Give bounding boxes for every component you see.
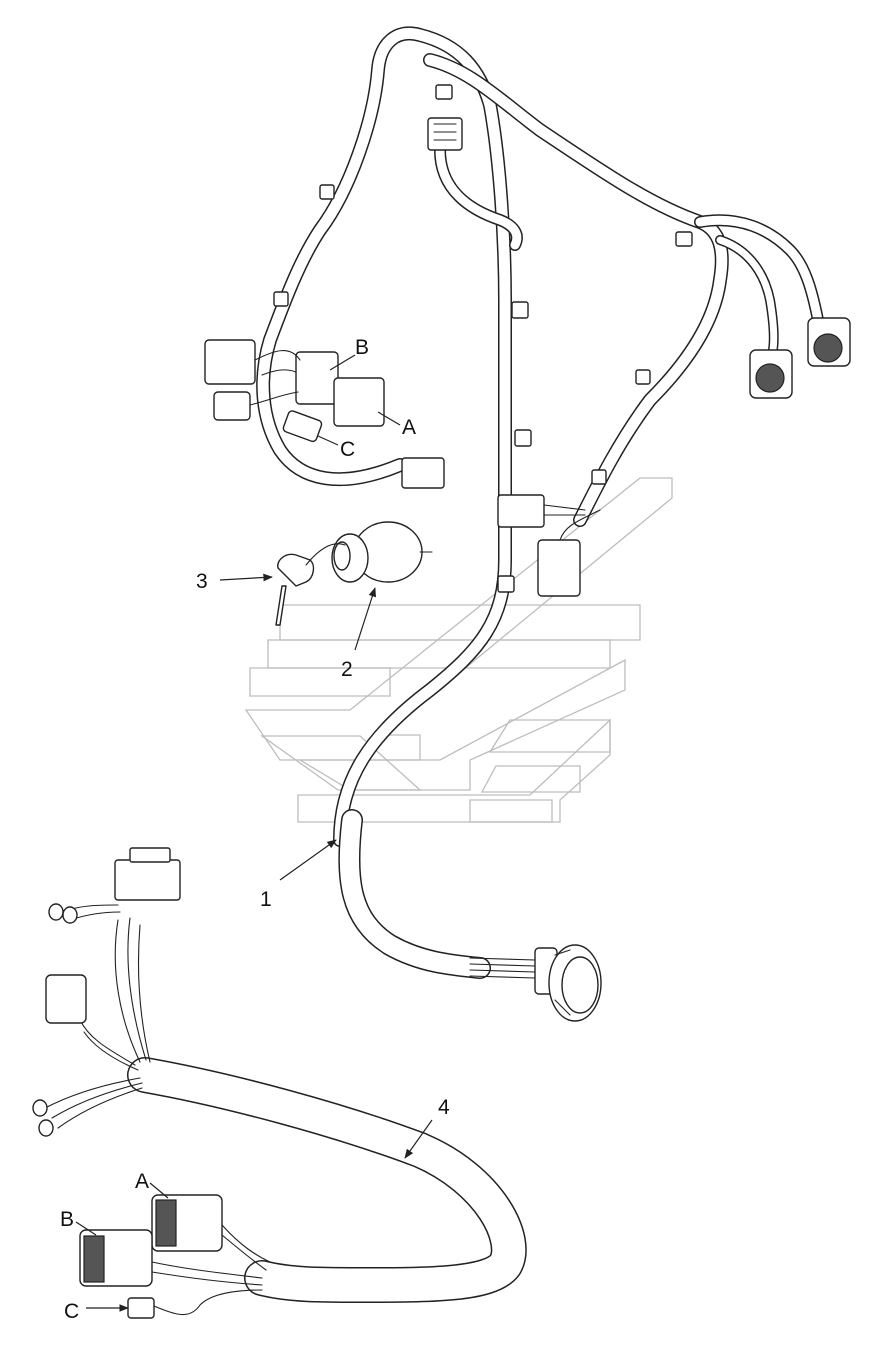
harness4-connectors [79, 1194, 271, 1319]
small-loop-connector [401, 457, 445, 489]
callout-item-3: 3 [196, 570, 208, 593]
top-left-connector [114, 847, 181, 901]
leader-lines [75, 354, 433, 1312]
leader-h1-c [317, 435, 339, 446]
callout-item-4: 4 [438, 1096, 450, 1119]
right-end-connectors [749, 317, 851, 399]
callout-harness1-b: B [355, 336, 369, 359]
top-small-connector [427, 117, 463, 151]
leader-item-1 [279, 839, 337, 881]
leader-item-2 [354, 587, 377, 651]
round-connector [534, 944, 602, 1022]
leader-item-4 [404, 1119, 433, 1159]
ignition-key-icon [275, 543, 346, 626]
terminal-rings [32, 903, 78, 1137]
left-plug-connector [45, 974, 87, 1024]
brand-watermark-logo [244, 477, 673, 823]
harness1-connector-b-body [295, 351, 339, 405]
callout-item-2: 2 [341, 658, 353, 681]
harness1-connector-c-body [282, 410, 323, 443]
leader-h1-b [329, 354, 356, 371]
callout-item-1: 1 [260, 888, 272, 911]
leader-h4-a [149, 1182, 169, 1199]
leader-h1-a [377, 411, 401, 426]
left-connector-cluster [204, 339, 445, 489]
large-mid-connector [537, 539, 581, 597]
callout-harness4-b: B [60, 1208, 74, 1231]
ignition-switch-icon [331, 521, 433, 583]
main-harness [204, 26, 851, 1022]
secondary-harness [32, 847, 527, 1319]
mid-connector [497, 494, 545, 528]
leader-item-3 [219, 573, 273, 582]
harness-clips [273, 84, 693, 593]
callout-harness4-c: C [64, 1300, 79, 1323]
callout-harness1-a: A [402, 416, 416, 439]
callout-harness1-c: C [340, 438, 355, 461]
callout-harness4-a: A [135, 1170, 149, 1193]
harness1-connector-a-body [333, 377, 385, 427]
leader-h4-b [75, 1221, 97, 1236]
harness4-connector-c-body [127, 1297, 155, 1319]
